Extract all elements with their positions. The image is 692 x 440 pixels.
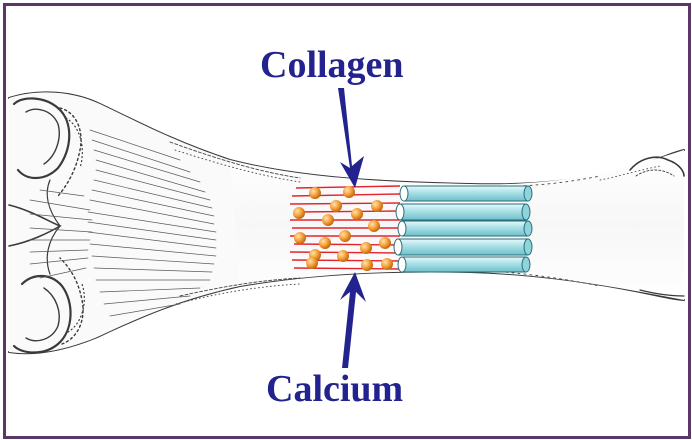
calcium-particle (337, 250, 349, 262)
fibril-tubes (394, 186, 532, 272)
calcium-particle (309, 187, 321, 199)
calcium-particle (381, 258, 393, 270)
fibril-tube (394, 239, 532, 255)
fibril-tube (396, 204, 530, 220)
calcium-particle (343, 186, 355, 198)
calcium-particle (294, 232, 306, 244)
calcium-particle (379, 237, 391, 249)
calcium-particle (293, 207, 305, 219)
collagen-label: Collagen (260, 46, 404, 84)
calcium-particle (360, 242, 372, 254)
fibril-tube (398, 221, 532, 236)
calcium-particle (319, 237, 331, 249)
fibril-tube (398, 257, 530, 272)
fibril-tube (400, 186, 532, 201)
calcium-particle (371, 200, 383, 212)
calcium-label: Calcium (266, 370, 403, 408)
calcium-particle (339, 230, 351, 242)
calcium-particle (330, 200, 342, 212)
calcium-particle (351, 208, 363, 220)
calcium-particle (368, 220, 380, 232)
arrow-up-icon (340, 272, 366, 368)
calcium-particle (306, 257, 318, 269)
calcium-particle (361, 259, 373, 271)
calcium-particle (322, 214, 334, 226)
arrow-down-icon (338, 88, 364, 188)
